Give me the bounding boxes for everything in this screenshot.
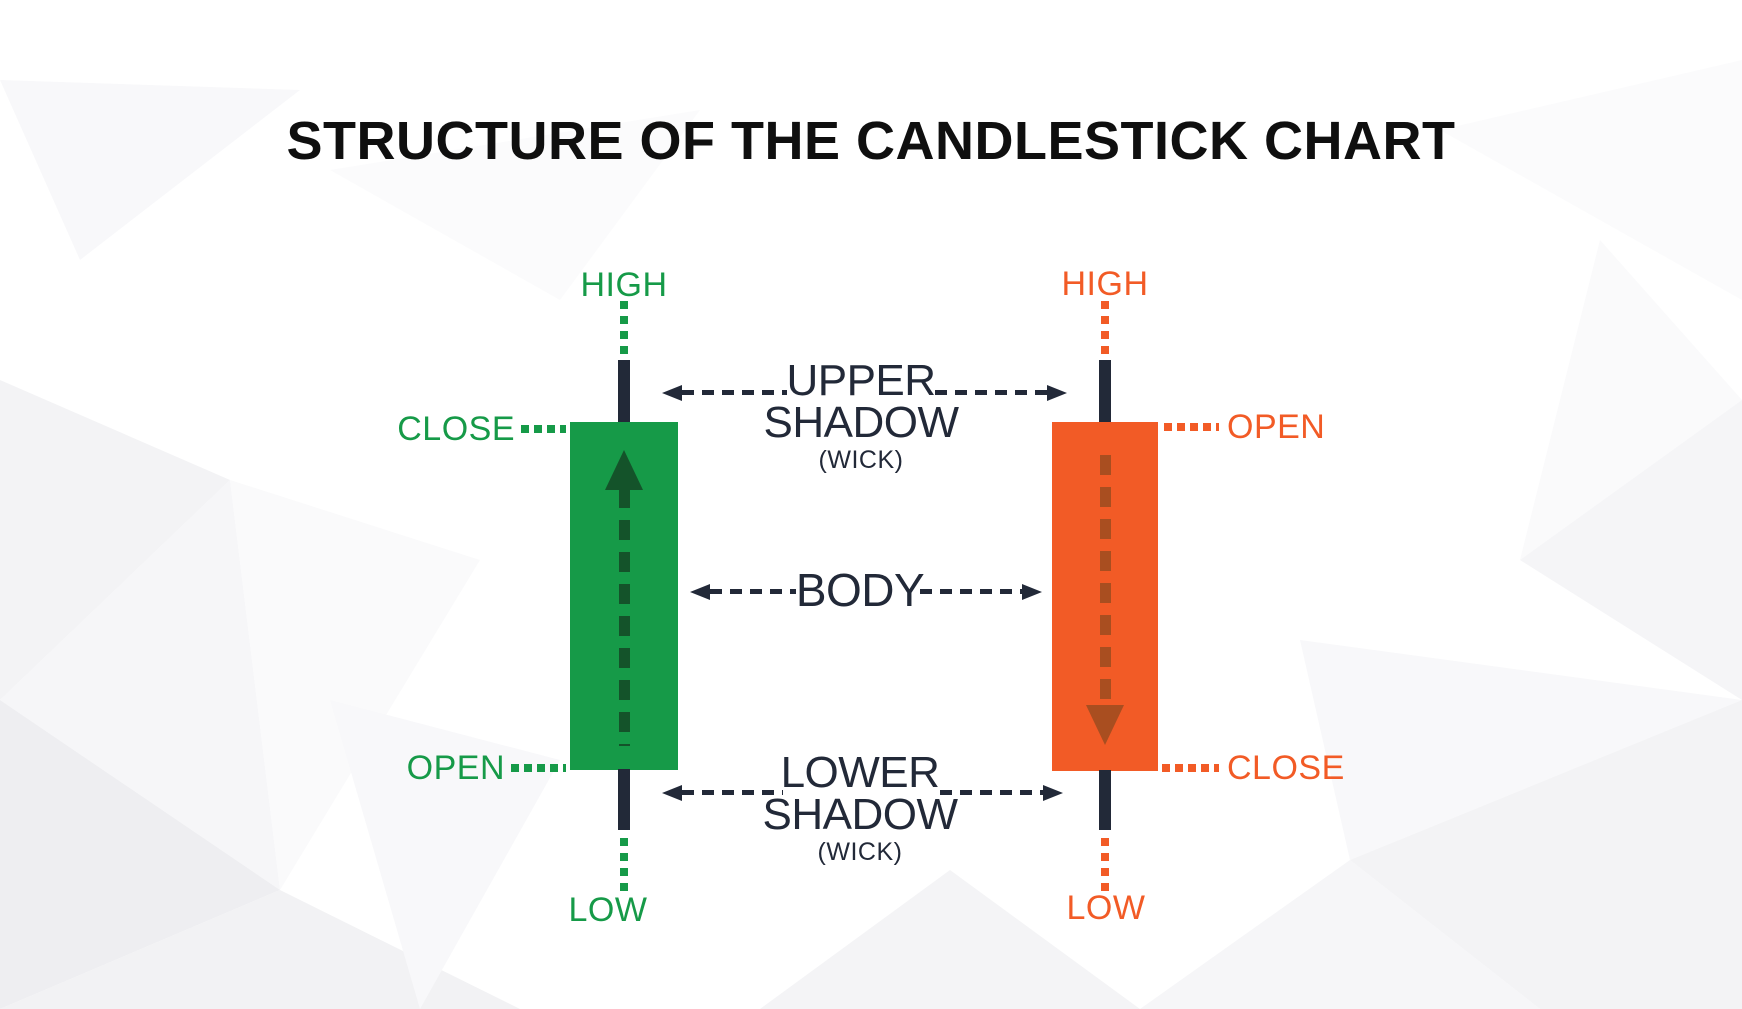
- lower-shadow-arrow-right-dash: [940, 790, 1043, 795]
- bullish-close-label: CLOSE: [397, 410, 515, 448]
- bearish-lower-wick: [1099, 770, 1111, 830]
- body-arrow-left-icon: [690, 584, 710, 600]
- bullish-low-dotted-line: [620, 838, 628, 895]
- bearish-down-arrow-head: [1086, 705, 1124, 745]
- upper-shadow-label-line3: (WICK): [818, 446, 904, 474]
- bullish-upper-wick: [618, 360, 630, 423]
- bearish-high-label: HIGH: [1061, 265, 1149, 303]
- body-arrow-right-icon: [1022, 584, 1042, 600]
- bullish-high-label: HIGH: [580, 266, 668, 304]
- lower-shadow-arrow-left-dash: [682, 790, 783, 795]
- lower-shadow-arrow-left-icon: [662, 785, 682, 801]
- upper-shadow-label-line1: UPPER: [786, 356, 936, 405]
- bearish-upper-wick: [1099, 360, 1111, 423]
- bearish-close-label: CLOSE: [1227, 749, 1345, 787]
- bearish-low-dotted-line: [1101, 838, 1109, 895]
- bearish-open-dotted-line: [1164, 423, 1219, 431]
- bullish-low-label: LOW: [568, 891, 648, 929]
- bearish-open-label: OPEN: [1227, 408, 1326, 446]
- bearish-low-label: LOW: [1066, 889, 1146, 927]
- body-arrow-right-dash: [920, 589, 1022, 594]
- lower-shadow-label: LOWER SHADOW (WICK): [738, 748, 982, 868]
- bullish-lower-wick: [618, 769, 630, 830]
- upper-shadow-arrow-right-icon: [1047, 385, 1067, 401]
- lower-shadow-arrow-right-icon: [1043, 785, 1063, 801]
- upper-shadow-arrow-right-dash: [935, 390, 1047, 395]
- bearish-close-dotted-line: [1162, 764, 1219, 772]
- bearish-high-dotted-line: [1101, 301, 1109, 359]
- bearish-down-arrow-tail: [1100, 455, 1111, 707]
- upper-shadow-arrow-left-icon: [662, 385, 682, 401]
- upper-shadow-label-line2: SHADOW: [763, 398, 960, 447]
- page-title: STRUCTURE OF THE CANDLESTICK CHART: [286, 111, 1456, 171]
- lower-shadow-label-line2: SHADOW: [762, 790, 959, 839]
- lower-shadow-label-line1: LOWER: [780, 748, 940, 797]
- upper-shadow-label: UPPER SHADOW (WICK): [741, 356, 981, 476]
- body-arrow-left-dash: [710, 589, 796, 594]
- bullish-up-arrow-tail: [619, 488, 630, 746]
- bullish-close-dotted-line: [521, 425, 566, 433]
- body-label: BODY: [795, 564, 925, 616]
- bullish-open-dotted-line: [511, 764, 566, 772]
- bullish-up-arrow-head: [605, 450, 643, 490]
- lower-shadow-label-line3: (WICK): [817, 838, 903, 866]
- bullish-open-label: OPEN: [406, 749, 505, 787]
- upper-shadow-arrow-left-dash: [682, 390, 787, 395]
- bullish-high-dotted-line: [620, 301, 628, 359]
